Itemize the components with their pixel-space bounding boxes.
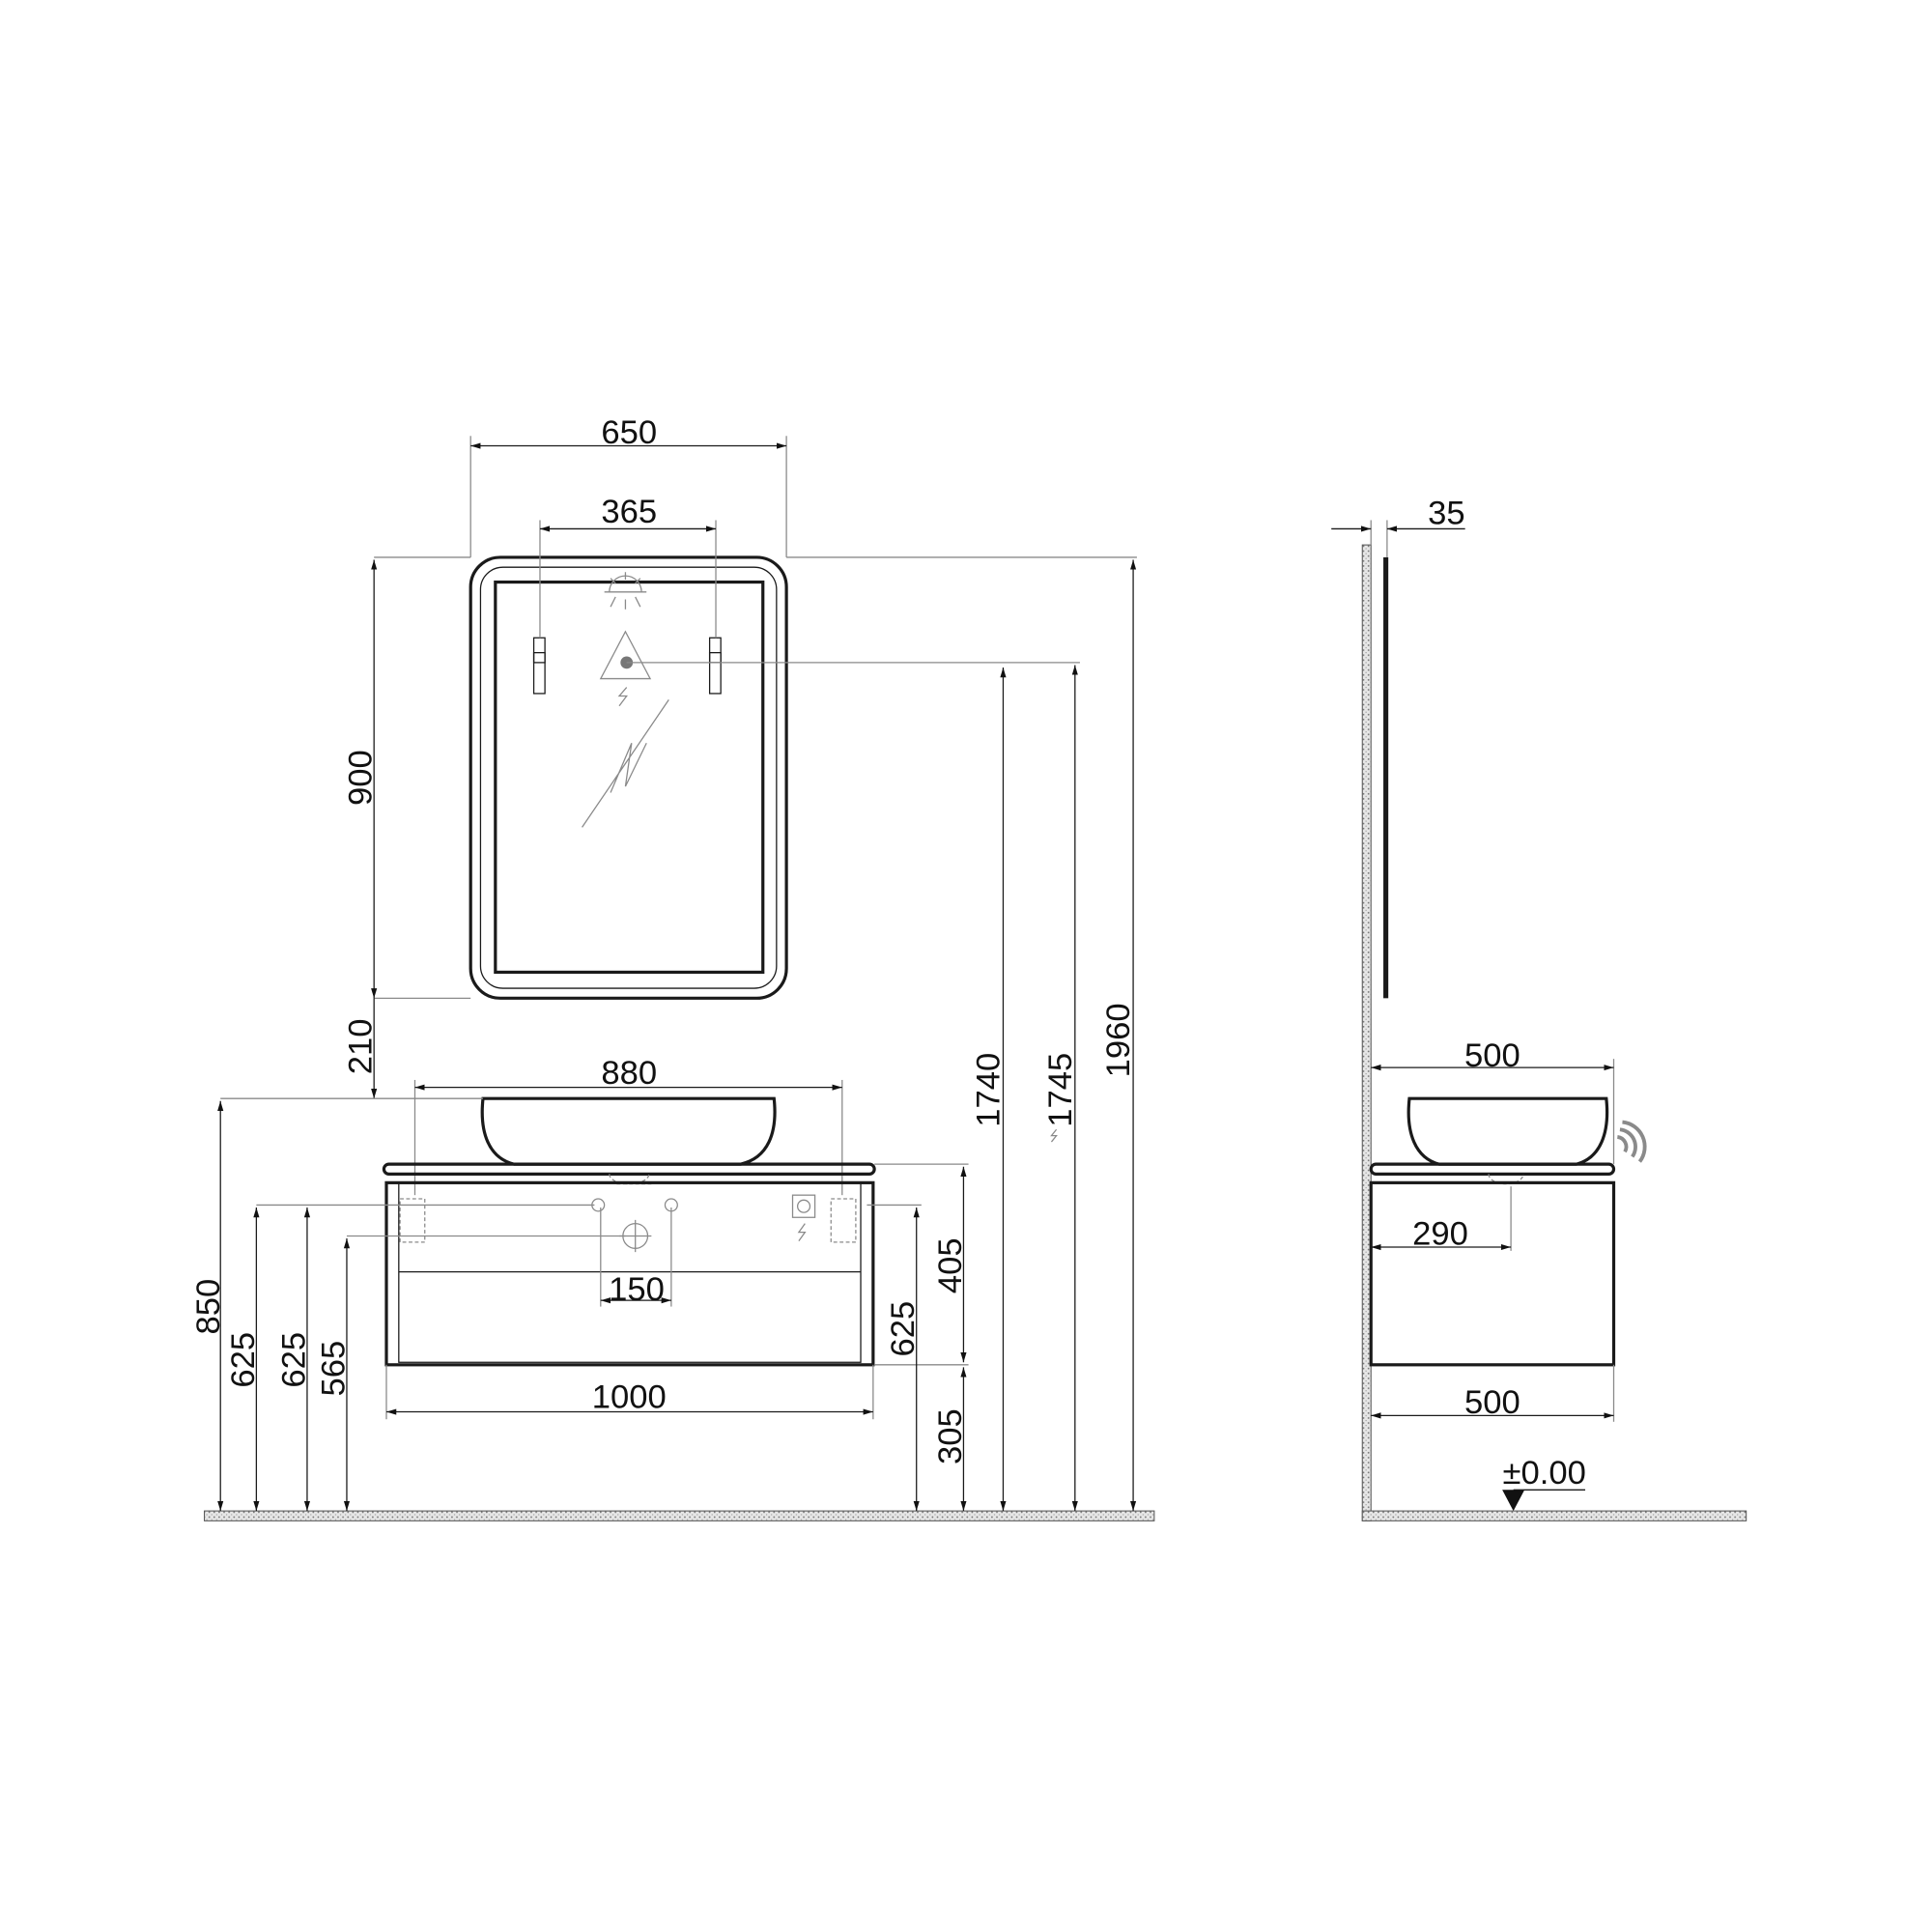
sensor-waves-icon [1616, 1120, 1647, 1163]
floor-level-label: ±0.00 [1503, 1455, 1586, 1492]
dim-1745: 1745 [1042, 1053, 1079, 1127]
dim-drain-spacing: 150 [609, 1271, 665, 1308]
dim-basin-top: 850 [190, 1279, 227, 1335]
floor [1361, 1510, 1747, 1521]
cabinet-side [1369, 1180, 1616, 1367]
lightning-icon [1050, 1128, 1058, 1143]
dim-basin-depth: 500 [1464, 1037, 1520, 1074]
dim-cabinet-depth: 500 [1464, 1384, 1520, 1421]
dim-floor-clearance: 305 [932, 1408, 969, 1464]
countertop-side [1369, 1162, 1616, 1176]
dim-drain-height: 565 [315, 1341, 352, 1397]
dim-mirror-height: 900 [343, 750, 380, 806]
dim-socket-height: 625 [885, 1301, 922, 1357]
warning-triangle-icon [599, 630, 652, 680]
floor [204, 1510, 1155, 1521]
dim-water-right: 625 [275, 1332, 312, 1388]
mirror [469, 555, 788, 1000]
dim-1740: 1740 [971, 1053, 1008, 1127]
dim-cabinet-height: 405 [932, 1237, 969, 1293]
dim-basin-width: 880 [601, 1055, 657, 1092]
basin [480, 1096, 777, 1166]
sun-light-icon [604, 572, 647, 610]
reflection-lines [582, 698, 669, 828]
dim-cabinet-width: 1000 [592, 1379, 667, 1416]
dim-bracket-spacing: 365 [601, 494, 657, 530]
mirror-side [1383, 556, 1389, 999]
dim-drain-offset: 290 [1412, 1215, 1468, 1252]
electrical-socket-icon [791, 1194, 816, 1218]
side-view: 35 500 290 500 ±0.00 [1331, 495, 1747, 1521]
dim-gap: 210 [343, 1018, 380, 1074]
lightning-icon [617, 687, 628, 707]
lightning-icon [797, 1223, 807, 1241]
floor-level-marker-icon [1502, 1490, 1525, 1512]
dim-mirror-depth: 35 [1428, 495, 1465, 531]
dim-mirror-top-height: 1960 [1100, 1003, 1137, 1077]
basin-side [1406, 1096, 1609, 1166]
dim-water-left: 625 [225, 1332, 262, 1388]
dim-mirror-width: 650 [601, 414, 657, 451]
front-view: 650 365 900 210 1960 1745 1740 880 [190, 414, 1155, 1521]
wall [1361, 544, 1372, 1521]
wall-fixing [399, 1198, 857, 1243]
countertop [382, 1162, 876, 1176]
